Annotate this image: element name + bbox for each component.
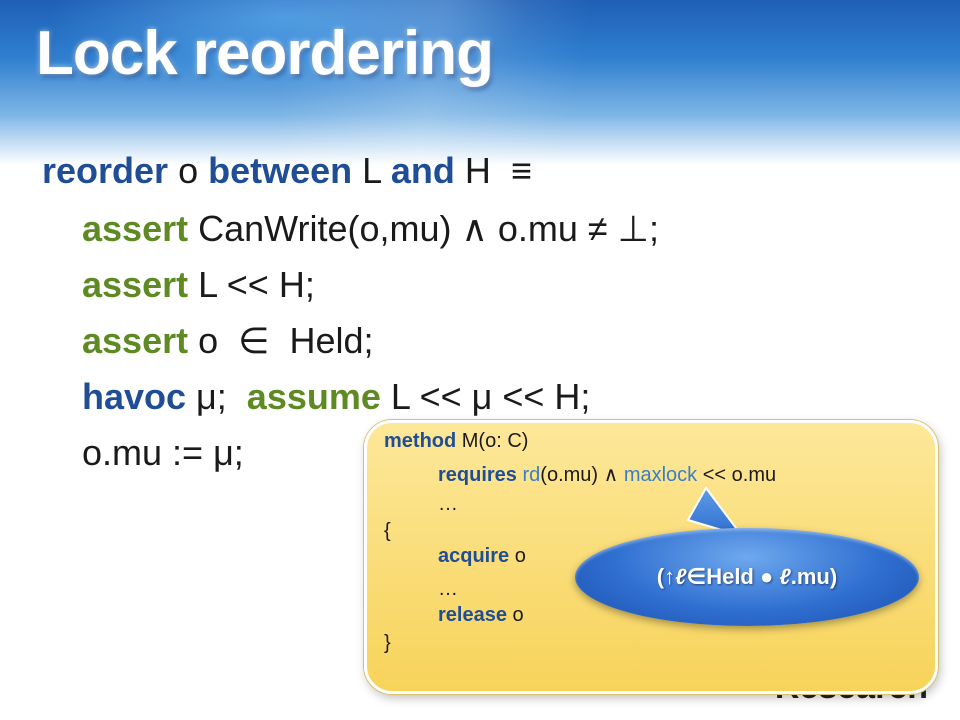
code-release: release o [438,604,524,627]
object-o: o [168,150,209,191]
method-name: M(o: C) [456,430,529,452]
keyword-requires: requires [438,464,517,486]
acquire-arg: o [509,545,526,567]
lock-L: L [352,150,391,191]
definition-line-assert-canwrite: assert CanWrite(o,mu) ∧ o.mu ≠ ⊥; [82,208,659,250]
header-highlight [0,0,960,165]
rd-token: rd [516,464,541,486]
keyword-and: and [390,150,455,191]
requires-rest: << o.mu [697,464,777,486]
assert-held-expr: o ∈ Held; [188,320,374,361]
bubble-ell-2: ℓ [779,564,791,589]
bubble-ell-1: ℓ [675,564,687,589]
release-arg: o [506,604,524,626]
assume-expr: L << μ << H; [380,376,591,417]
bubble-open: (↑ [656,564,676,589]
speech-bubble: (↑ℓ∈Held ● ℓ.mu) [575,528,919,626]
havoc-var: μ; [186,376,247,417]
definition-rest: H ≡ [454,150,532,191]
keyword-release: release [438,604,507,626]
assign-expr: o.mu := μ; [82,432,244,473]
definition-line-assign: o.mu := μ; [82,432,244,474]
keyword-assert: assert [82,320,189,361]
keyword-havoc: havoc [82,376,187,417]
definition-line-assert-held: assert o ∈ Held; [82,320,374,362]
slide-title: Lock reordering [36,19,494,88]
requires-mid: (o.mu) ∧ [540,464,624,486]
bubble-close: .mu) [790,564,838,589]
keyword-reorder: reorder [42,150,169,191]
keyword-acquire: acquire [438,545,510,567]
definition-line-reorder: reorder o between L and H ≡ [42,150,532,192]
keyword-between: between [208,150,353,191]
bubble-formula: (↑ℓ∈Held ● ℓ.mu) [657,564,837,590]
maxlock-token: maxlock [623,464,698,486]
code-requires-clause: requires rd(o.mu) ∧ maxlock << o.mu [438,462,776,487]
assert-order-expr: L << H; [188,264,315,305]
keyword-method: method [384,430,457,452]
keyword-assume: assume [246,376,381,417]
keyword-assert: assert [82,264,189,305]
code-open-brace: { [384,520,391,542]
code-close-brace: } [384,632,391,654]
definition-line-havoc: havoc μ; assume L << μ << H; [82,376,590,418]
keyword-assert: assert [82,208,189,249]
header-band [0,0,960,165]
code-method-signature: method M(o: C) [384,430,528,453]
code-ellipsis-2: … [438,578,458,600]
assert-canwrite-expr: CanWrite(o,mu) ∧ o.mu ≠ ⊥; [188,208,659,249]
code-acquire: acquire o [438,545,526,568]
bubble-held: ∈Held ● [686,564,780,589]
definition-line-assert-order: assert L << H; [82,264,315,306]
code-ellipsis-1: … [438,493,458,515]
